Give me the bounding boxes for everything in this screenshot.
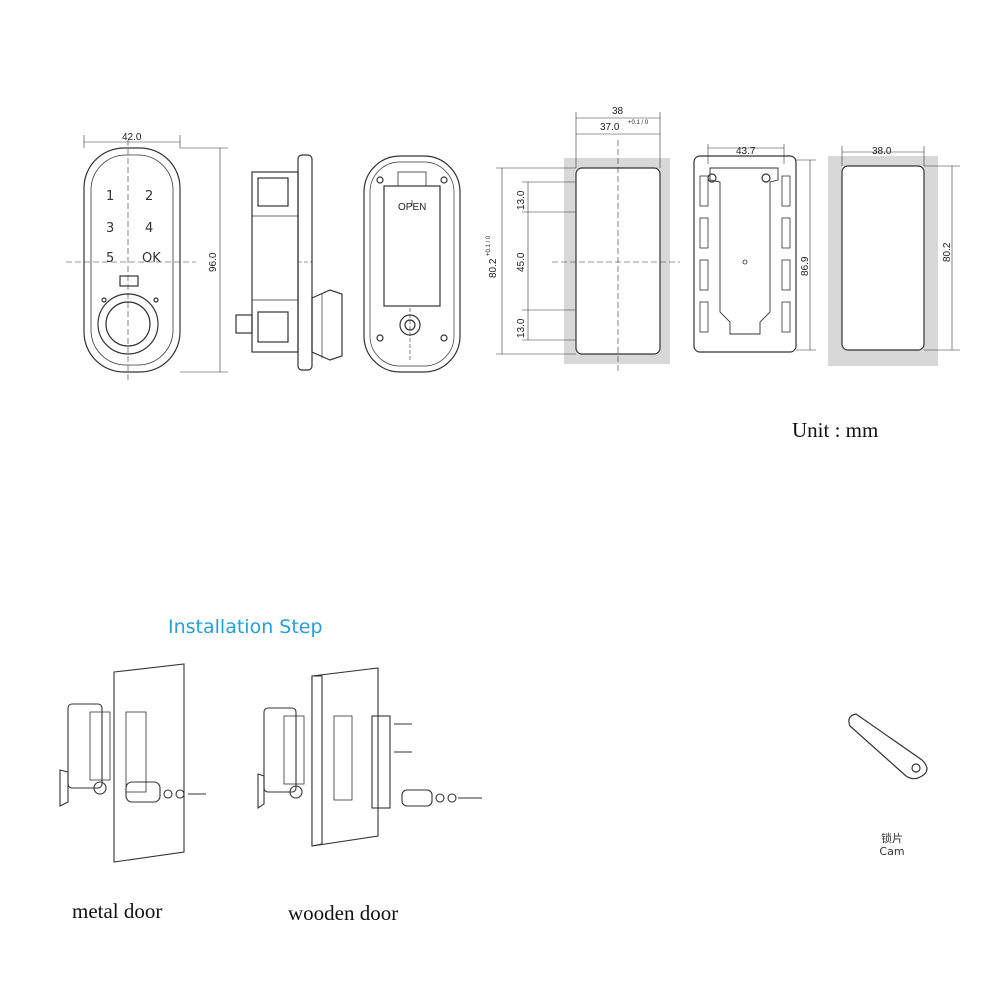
metal-lock-battery [89, 711, 111, 781]
side-front-plate [297, 154, 313, 371]
wooden-cam [401, 789, 433, 807]
back-screw-hole-top-right [440, 176, 448, 184]
wooden-lock-battery [283, 715, 305, 785]
plate-center-mark [742, 259, 748, 265]
cutout-view [496, 112, 680, 372]
seg-mid-label: 45.0 [516, 252, 527, 272]
side-view [235, 154, 343, 371]
side-body [251, 171, 299, 353]
wooden-lock-knob [257, 773, 265, 810]
key-4: 4 [145, 221, 153, 236]
plate-inner-cut [709, 167, 779, 335]
cutout-height-label: 80.2 [488, 258, 499, 278]
plate-slot-r3 [781, 259, 791, 291]
box-width-label: 38.0 [872, 146, 892, 157]
key-3: 3 [106, 221, 114, 236]
cam-label-cn: 锁片 [881, 832, 903, 845]
side-spindle [235, 314, 253, 334]
side-knob [311, 289, 343, 361]
wooden-door-label: wooden door [288, 901, 399, 925]
plate-slot-l3 [699, 259, 709, 291]
wooden-door-install [257, 667, 482, 847]
battery-latch [397, 171, 427, 187]
cutout-inner-tol-label: +0.1 / 0 [628, 120, 649, 126]
metal-door-install [59, 663, 206, 863]
wooden-door-cutout [333, 715, 353, 801]
plate-slot-r4 [781, 301, 791, 333]
metal-door-cutout [125, 711, 147, 793]
installation-title: Installation Step [168, 616, 323, 638]
key-1: 1 [106, 189, 114, 204]
back-screw-hole-bottom-left [376, 334, 384, 342]
plate-outline [693, 155, 797, 353]
back-body-inner [369, 161, 455, 367]
key-2: 2 [145, 189, 153, 204]
mounting-plate [693, 144, 816, 353]
metal-cam [125, 781, 161, 803]
metal-door-label: metal door [72, 899, 163, 923]
front-body-outline [83, 147, 181, 373]
front-led-right [153, 297, 159, 303]
keypad: 1 2 3 4 5 OK [106, 189, 161, 266]
back-screw-hole-top-left [376, 176, 384, 184]
cam-hole [911, 763, 921, 773]
side-upper-block [257, 177, 289, 207]
front-width-label: 42.0 [122, 132, 142, 143]
metal-door-panel [113, 663, 185, 863]
cam-shape [848, 713, 928, 780]
plate-slot-r1 [781, 175, 791, 207]
unit-label: Unit : mm [792, 418, 879, 442]
cutout-inner-width-label: 37.0 [600, 122, 620, 133]
cam-part [848, 713, 928, 780]
cutout-outer-width-label: 38 [612, 106, 624, 117]
back-open-label: OPEN [398, 202, 426, 213]
wooden-washer-1 [435, 793, 445, 803]
plate-slot-l4 [699, 301, 709, 333]
seg-bottom-label: 13.0 [516, 318, 527, 338]
wooden-washer-2 [447, 793, 457, 803]
key-5: 5 [106, 251, 114, 266]
metal-lock-knob [59, 769, 69, 807]
front-body-inner [90, 154, 174, 366]
metal-lock-body [67, 703, 103, 789]
plate-hole-top-right [761, 173, 771, 183]
cutout-height-tol-label: +0.1 / 0 [486, 235, 492, 256]
seg-top-label: 13.0 [516, 190, 527, 210]
back-body-outline [363, 155, 461, 373]
back-screw-hole-bottom-right [440, 334, 448, 342]
box-inner [841, 165, 925, 351]
back-view [363, 155, 461, 373]
wooden-door-edge [311, 675, 323, 847]
plate-slot-l1 [699, 175, 709, 207]
plate-slot-r2 [781, 217, 791, 249]
plate-slot-l2 [699, 217, 709, 249]
front-view [66, 135, 228, 380]
wooden-plate [371, 715, 391, 809]
front-indicator [119, 275, 139, 287]
wooden-lock-body [263, 707, 297, 793]
front-height-label: 96.0 [208, 252, 219, 272]
plate-height-label: 86.9 [800, 256, 811, 276]
cover-box [828, 146, 960, 366]
key-ok: OK [142, 251, 161, 266]
front-led-left [101, 297, 107, 303]
metal-washer-1 [163, 789, 173, 799]
side-lower-block [257, 311, 289, 343]
metal-lock-spindle [93, 781, 107, 795]
box-height-label: 80.2 [942, 242, 953, 262]
metal-washer-2 [175, 789, 185, 799]
cam-label-en: Cam [879, 845, 905, 858]
plate-width-label: 43.7 [736, 146, 756, 157]
wooden-lock-spindle [289, 785, 303, 799]
